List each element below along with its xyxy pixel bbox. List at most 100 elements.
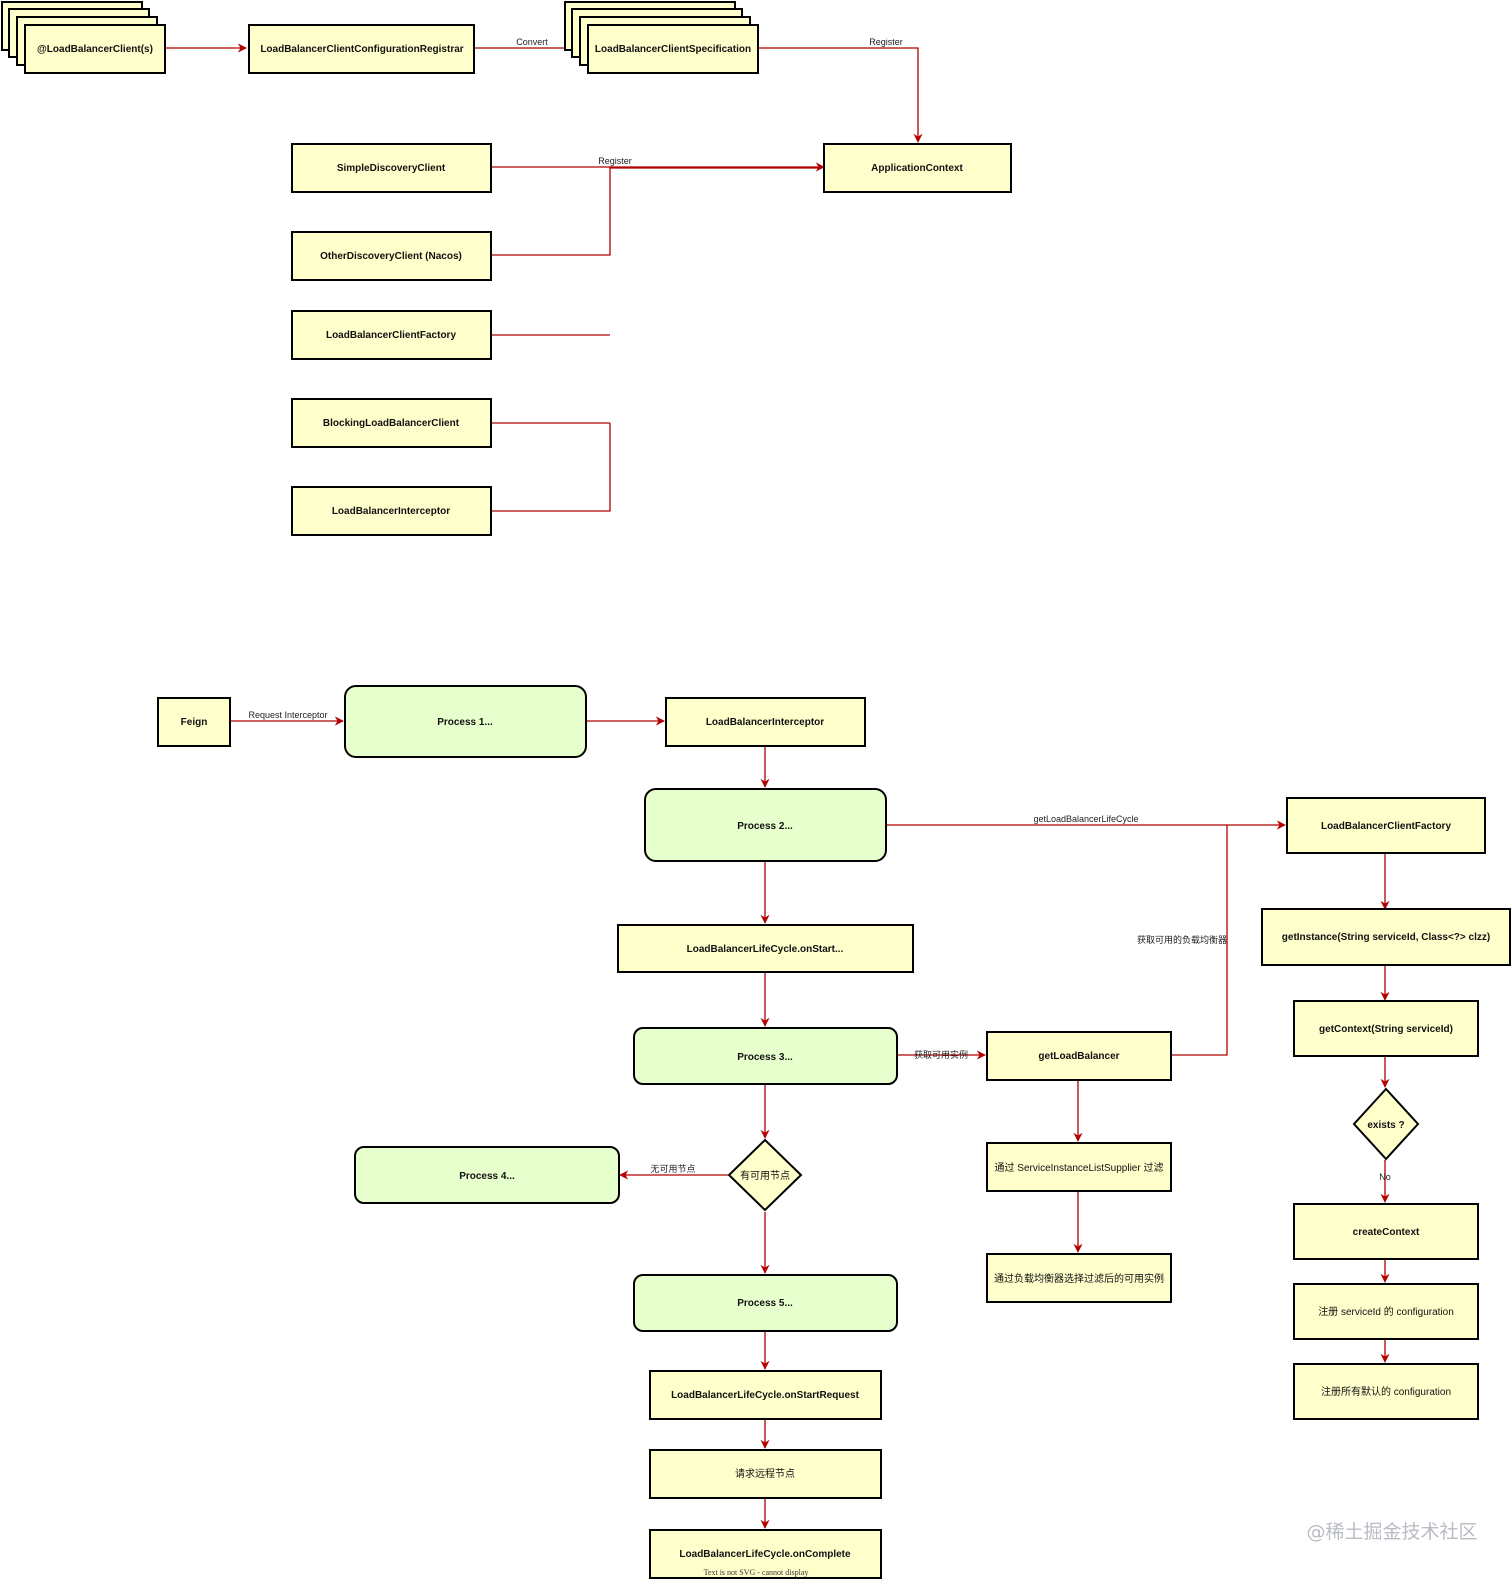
node-label: LoadBalancerLifeCycle.onStartRequest: [671, 1390, 859, 1401]
node-box: [644, 788, 887, 862]
node-process-4[interactable]: Process 4...: [354, 1146, 620, 1204]
node-registrar[interactable]: LoadBalancerClientConfigurationRegistrar: [248, 24, 475, 74]
node-simple-discovery-client[interactable]: SimpleDiscoveryClient: [291, 143, 492, 193]
node-box: [291, 398, 492, 448]
node-box: [291, 486, 492, 536]
edge-specification-to-appcontext: [754, 47, 923, 143]
node-box: [823, 143, 1012, 193]
node-label: createContext: [1353, 1227, 1420, 1238]
node-box: [986, 1253, 1172, 1303]
node-lb-interceptor[interactable]: LoadBalancerInterceptor: [665, 697, 866, 747]
node-box: [1293, 1363, 1479, 1420]
node-label: exists ?: [1367, 1120, 1404, 1131]
edge-label-get-available-lb: 获取可用的负载均衡器: [1137, 934, 1227, 945]
node-box: [633, 1274, 898, 1332]
node-box: [291, 143, 492, 193]
node-label: LoadBalancerInterceptor: [332, 506, 450, 517]
edges: [164, 43, 1390, 1529]
stack-layer-top: [24, 24, 166, 74]
node-lbclient-stack[interactable]: @LoadBalancerClient(s): [1, 1, 166, 74]
svg-fallback-note: Text is not SVG - cannot display: [704, 1568, 809, 1577]
node-box: [649, 1529, 882, 1579]
edge-labels: Convert Register Register Request Interc…: [248, 37, 1390, 1182]
node-process-1[interactable]: Process 1...: [344, 685, 587, 758]
edge-label-convert: Convert: [516, 37, 548, 47]
node-label: Process 3...: [737, 1052, 793, 1063]
node-label: 通过 ServiceInstanceListSupplier 过滤: [995, 1161, 1164, 1174]
node-box: [1261, 908, 1511, 966]
edge-label-register-clients: Register: [598, 156, 632, 166]
node-create-context[interactable]: createContext: [1293, 1203, 1479, 1260]
node-label: Process 1...: [437, 717, 493, 728]
edge-otherdiscovery-join: [491, 167, 611, 256]
node-process-3[interactable]: Process 3...: [633, 1027, 898, 1085]
node-register-default-config[interactable]: 注册所有默认的 configuration: [1293, 1363, 1479, 1420]
node-exists-decision[interactable]: exists ?: [1352, 1087, 1420, 1161]
node-lb-client-factory[interactable]: LoadBalancerClientFactory: [1286, 797, 1486, 854]
node-select-instance[interactable]: 通过负载均衡器选择过滤后的可用实例: [986, 1253, 1172, 1303]
node-box: [1293, 1000, 1479, 1057]
node-box: [649, 1370, 882, 1420]
node-label: Process 4...: [459, 1171, 515, 1182]
node-box: [291, 310, 492, 360]
node-has-node-decision[interactable]: 有可用节点: [727, 1138, 803, 1212]
node-box: [649, 1449, 882, 1499]
node-process-2[interactable]: Process 2...: [644, 788, 887, 862]
node-lifecycle-onstartrequest[interactable]: LoadBalancerLifeCycle.onStartRequest: [649, 1370, 882, 1420]
node-get-instance[interactable]: getInstance(String serviceId, Class<?> c…: [1261, 908, 1511, 966]
node-label: LoadBalancerInterceptor: [706, 717, 824, 728]
node-label: 有可用节点: [740, 1169, 790, 1182]
node-lb-client-factory-top[interactable]: LoadBalancerClientFactory: [291, 310, 492, 360]
node-get-context[interactable]: getContext(String serviceId): [1293, 1000, 1479, 1057]
node-request-remote[interactable]: 请求远程节点: [649, 1449, 882, 1499]
node-box: [354, 1146, 620, 1204]
node-box: [1293, 1283, 1479, 1340]
node-get-load-balancer[interactable]: getLoadBalancer: [986, 1031, 1172, 1081]
node-box: [617, 924, 914, 973]
node-box: [157, 697, 231, 747]
node-label: LoadBalancerLifeCycle.onComplete: [679, 1549, 851, 1560]
node-lb-interceptor-top[interactable]: LoadBalancerInterceptor: [291, 486, 492, 536]
node-feign[interactable]: Feign: [157, 697, 231, 747]
node-filter-supplier[interactable]: 通过 ServiceInstanceListSupplier 过滤: [986, 1142, 1172, 1192]
node-label: Process 2...: [737, 821, 793, 832]
node-box: [291, 231, 492, 281]
node-lifecycle-oncomplete[interactable]: LoadBalancerLifeCycle.onComplete: [649, 1529, 882, 1579]
node-application-context[interactable]: ApplicationContext: [823, 143, 1012, 193]
node-label: 注册 serviceId 的 configuration: [1318, 1305, 1454, 1318]
edge-label-no: No: [1379, 1172, 1391, 1182]
node-lifecycle-onstart[interactable]: LoadBalancerLifeCycle.onStart...: [617, 924, 914, 973]
node-label: getContext(String serviceId): [1319, 1024, 1453, 1035]
node-box: [1286, 797, 1486, 854]
node-process-5[interactable]: Process 5...: [633, 1274, 898, 1332]
node-label: getInstance(String serviceId, Class<?> c…: [1282, 932, 1490, 943]
node-label: LoadBalancerClientFactory: [326, 330, 456, 341]
node-label: @LoadBalancerClient(s): [37, 44, 153, 55]
node-label: 通过负载均衡器选择过滤后的可用实例: [994, 1272, 1164, 1285]
node-box: [986, 1142, 1172, 1192]
node-label: 注册所有默认的 configuration: [1321, 1385, 1451, 1398]
node-specification-stack[interactable]: LoadBalancerClientSpecification: [564, 1, 759, 74]
node-box: [986, 1031, 1172, 1081]
stack-layer-top: [587, 24, 759, 74]
edge-label-get-available-instance: 获取可用实例: [914, 1049, 968, 1060]
edge-getlb-to-factory: [1170, 825, 1228, 1056]
node-blocking-lb-client[interactable]: BlockingLoadBalancerClient: [291, 398, 492, 448]
node-label: LoadBalancerClientConfigurationRegistrar: [260, 44, 463, 55]
node-label: getLoadBalancer: [1038, 1051, 1119, 1062]
node-label: BlockingLoadBalancerClient: [323, 418, 460, 429]
node-label: LoadBalancerLifeCycle.onStart...: [687, 944, 844, 955]
edge-interceptor-join: [491, 423, 611, 512]
node-box: [248, 24, 475, 74]
watermark: @稀土掘金技术社区: [1306, 1521, 1477, 1543]
node-label: LoadBalancerClientSpecification: [595, 44, 751, 55]
node-register-service-config[interactable]: 注册 serviceId 的 configuration: [1293, 1283, 1479, 1340]
node-box: [633, 1027, 898, 1085]
node-label: Feign: [181, 717, 208, 728]
node-label: OtherDiscoveryClient (Nacos): [320, 251, 462, 262]
edge-label-request-interceptor: Request Interceptor: [248, 710, 327, 720]
node-box: [665, 697, 866, 747]
edge-label-get-lifecycle: getLoadBalancerLifeCycle: [1033, 814, 1138, 824]
node-other-discovery-client[interactable]: OtherDiscoveryClient (Nacos): [291, 231, 492, 281]
